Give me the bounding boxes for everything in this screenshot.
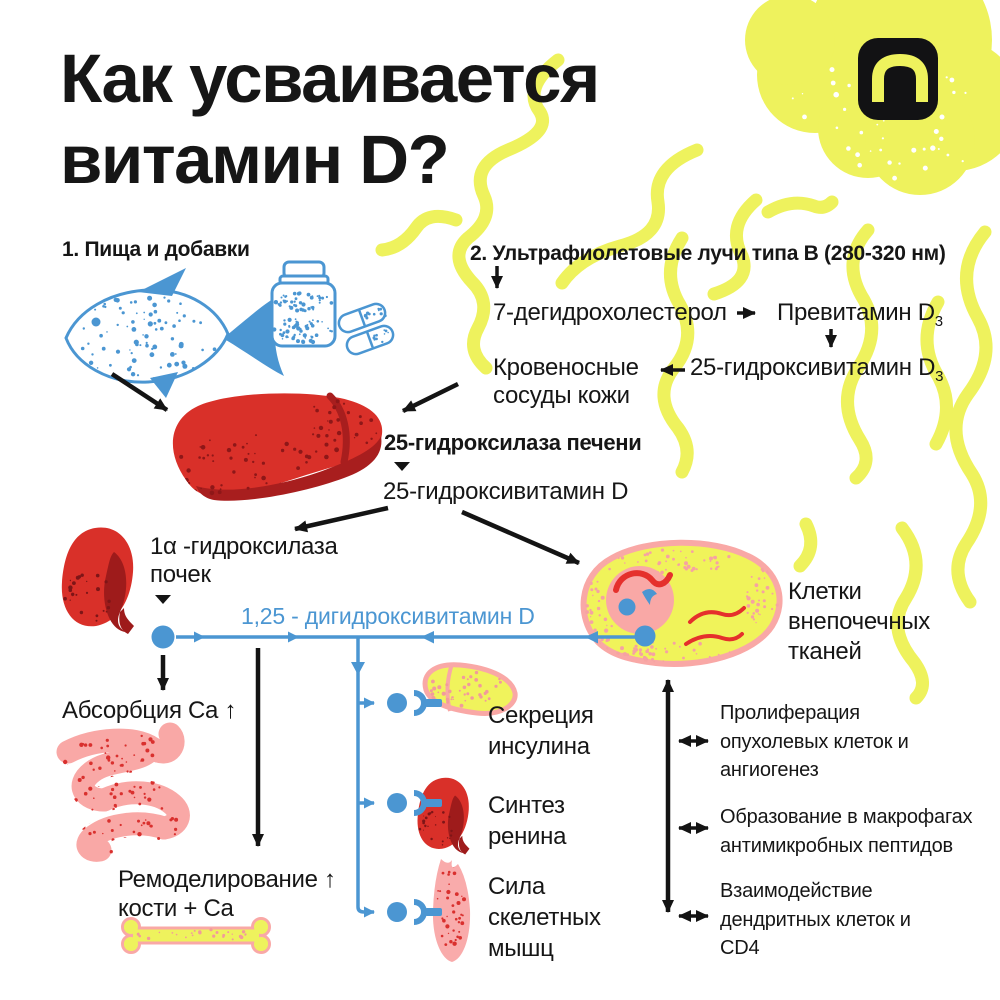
- muscle-icon: [432, 859, 471, 962]
- fish-icon: [64, 268, 284, 398]
- heading-uv: 2. Ультрафиолетовые лучи типа B (280-320…: [470, 242, 946, 265]
- kidney-small-icon: [414, 778, 469, 855]
- arrow-food-to-liver: [110, 372, 169, 412]
- small-arrows: [491, 266, 837, 922]
- label-muscle-strength: Сила скелетных мышц: [488, 873, 601, 962]
- liver-icon: [172, 392, 383, 501]
- triangle-kidney-down: [155, 595, 171, 604]
- arrow-product-to-kidney: [294, 505, 389, 533]
- hydroxyvitamin3-subscript: 3: [935, 368, 944, 385]
- label-kidney-enzyme: 1α -гидроксилаза почек: [150, 533, 338, 588]
- label-precursor: 7-дегидрохолестерол: [493, 299, 727, 326]
- sun-blob-icon: [745, 0, 1000, 195]
- label-dendritic: Взаимодействие дендритных клеток и CD4: [720, 880, 911, 959]
- label-macrophages: Образование в макрофагах антимикробных п…: [720, 806, 973, 857]
- label-liver-enzyme: 25-гидроксилаза печени: [384, 430, 642, 455]
- hormone-network: [151, 625, 638, 925]
- label-insulin-secretion: Секреция инсулина: [488, 702, 594, 760]
- uv-rays: [375, 53, 993, 705]
- kidney-icon: [57, 528, 134, 634]
- heading-food: 1. Пища и добавки: [62, 238, 250, 261]
- hormone-dot: [151, 625, 175, 649]
- flow-arrows: [110, 372, 674, 913]
- bone-icon: [121, 917, 271, 954]
- cell-icon: [580, 539, 783, 667]
- capsules-icon: [337, 302, 395, 356]
- label-renin-synthesis: Синтез ренина: [488, 792, 567, 850]
- brand-logo-icon: [858, 38, 938, 120]
- label-previtamin: Превитамин D3: [777, 299, 943, 330]
- label-hydroxyvitamin3: 25-гидроксивитамин D3: [690, 354, 944, 385]
- arrow-product-to-cell: [461, 509, 580, 566]
- label-hormone: 1,25 - дигидроксивитамин D: [241, 603, 535, 629]
- pancreas-icon: [422, 662, 518, 716]
- label-bone-remodeling: Ремоделирование ↑ кости + Ca: [118, 866, 336, 922]
- label-proliferation: Пролиферация опухолевых клеток и ангиоге…: [720, 702, 909, 781]
- page-title: Как усваивается витамин D?: [60, 40, 600, 198]
- intestine-icon: [56, 722, 198, 862]
- label-vessels: Кровеносные сосуды кожи: [493, 354, 639, 409]
- triangle-liver-down: [394, 462, 410, 471]
- label-absorption: Абсорбция Ca ↑: [62, 697, 237, 724]
- label-liver-product: 25-гидроксивитамин D: [383, 478, 629, 505]
- label-extrarenal-cells: Клетки внепочечных тканей: [788, 578, 930, 665]
- arrow-vessels-to-liver: [402, 381, 459, 414]
- previtamin-subscript: 3: [934, 313, 943, 330]
